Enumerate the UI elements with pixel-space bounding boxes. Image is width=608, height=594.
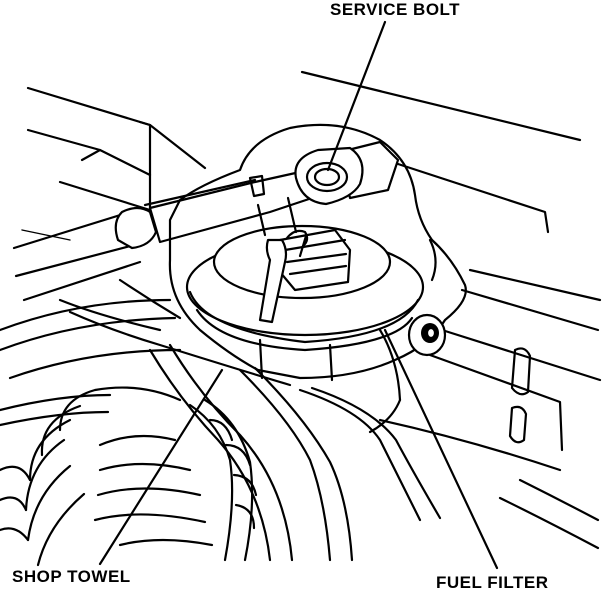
intake-duct (0, 386, 258, 567)
service-bolt-leader (326, 20, 387, 172)
hoses (0, 278, 442, 562)
mounting-bolt (407, 313, 447, 357)
fuel-filter-leader (383, 328, 499, 570)
shop-towel-leader (98, 368, 224, 566)
fuel-filter (185, 196, 425, 434)
fuel-filter-label: FUEL FILTER (436, 573, 549, 592)
shop-towel (168, 123, 467, 380)
service-bolt-label: SERVICE BOLT (330, 0, 461, 19)
leader-lines (98, 20, 499, 570)
engine-bay-panels (21, 70, 602, 550)
wrench (12, 140, 400, 302)
shop-towel-label: SHOP TOWEL (12, 567, 131, 586)
